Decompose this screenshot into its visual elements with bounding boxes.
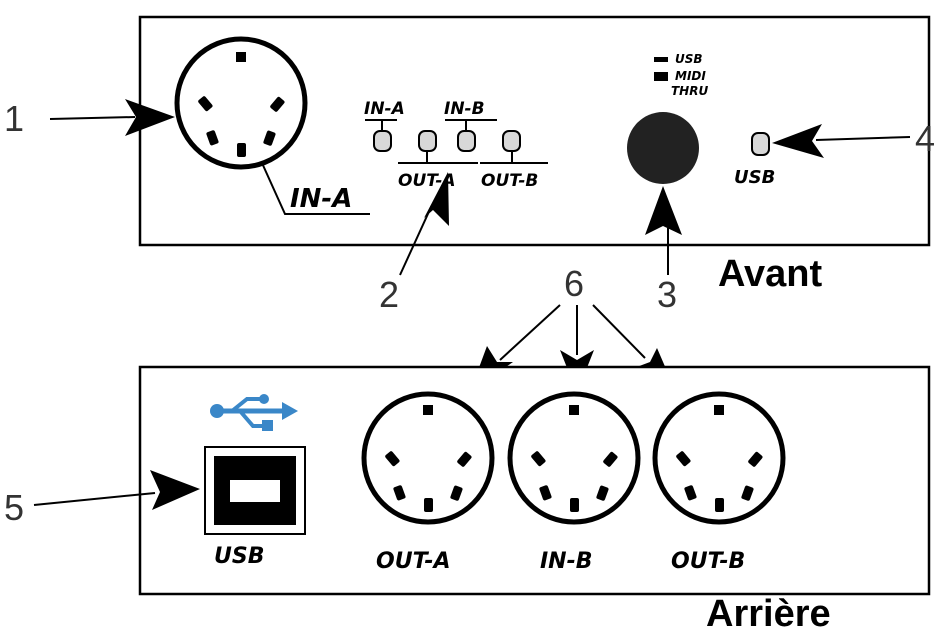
led-out-a (418, 130, 437, 152)
led-label-in-b: IN-B (444, 99, 485, 119)
front-din-leader-line (261, 162, 370, 215)
rear-title: Arrière (706, 593, 831, 635)
led-label-in-a: IN-A (364, 99, 405, 119)
led-in-b (457, 130, 476, 152)
rear-din-in-b (507, 391, 641, 525)
led-in-a (373, 130, 392, 152)
callout-2-line (399, 204, 433, 276)
mode-switch-legend (654, 57, 668, 81)
rear-din-out-b (652, 391, 786, 525)
rear-port-label-out-a: OUT-A (376, 549, 451, 574)
rear-usb-label: USB (214, 544, 264, 569)
rear-din-out-a (361, 391, 495, 525)
callout-5: 5 (4, 487, 24, 528)
usb-trident-icon (210, 394, 298, 431)
switch-label-midi: MIDI (675, 69, 706, 83)
callout-5-line (33, 492, 156, 506)
callout-4-line (815, 136, 911, 141)
callout-6: 6 (564, 263, 584, 304)
callout-2-arrow (424, 172, 449, 226)
front-din-label: IN-A (290, 184, 352, 214)
callout-2: 2 (379, 274, 399, 315)
led-out-b (502, 130, 521, 152)
callout-4-arrow (772, 124, 824, 158)
callout-1-line (49, 116, 136, 120)
rear-port-label-in-b: IN-B (540, 549, 593, 574)
front-leds (365, 119, 548, 164)
callout-4: 4 (915, 118, 935, 159)
usb-led (751, 132, 770, 156)
usb-b-port (204, 446, 306, 535)
usb-led-label: USB (734, 167, 775, 188)
callout-3-arrow (645, 186, 682, 235)
callout-1-arrow (125, 99, 175, 136)
front-title: Avant (718, 253, 823, 295)
callout-5-arrow (150, 470, 200, 510)
led-label-out-b: OUT-B (481, 171, 538, 191)
mode-switch-button (627, 112, 699, 184)
callout-3: 3 (657, 274, 677, 315)
rear-port-label-out-b: OUT-B (671, 549, 745, 574)
callout-1: 1 (4, 98, 24, 139)
front-din-connector (174, 36, 308, 170)
switch-label-usb: USB (675, 52, 703, 66)
switch-label-thru: THRU (671, 84, 708, 98)
